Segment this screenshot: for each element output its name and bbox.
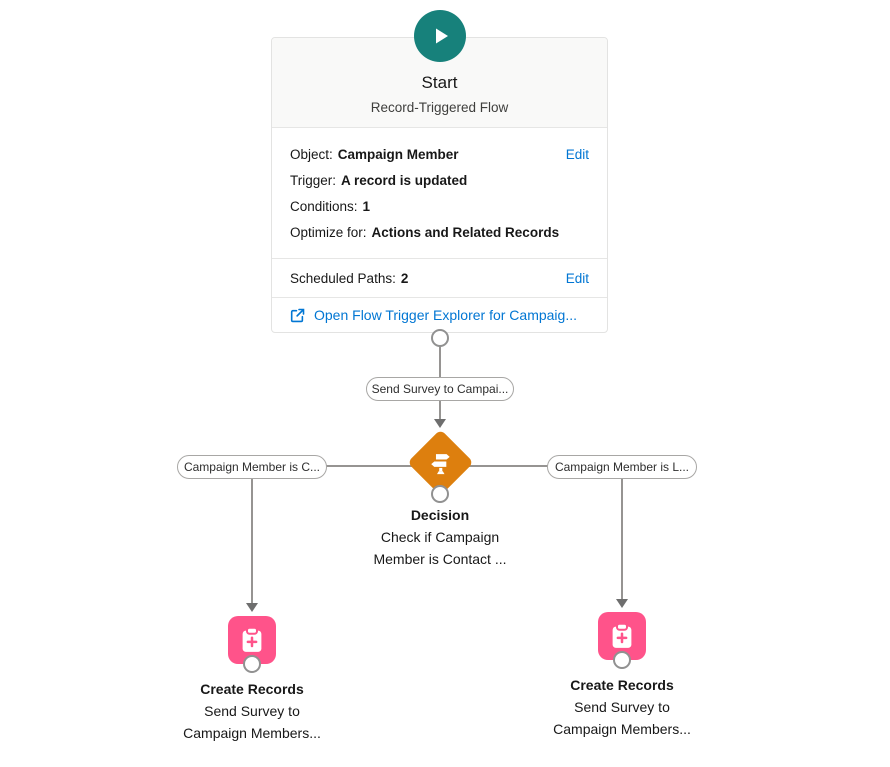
trigger-label: Trigger: (290, 173, 337, 188)
start-row-optimize: Optimize for: Actions and Related Record… (290, 220, 589, 246)
create-records-right-caption: Create Records Send Survey to Campaign M… (522, 674, 722, 740)
scheduled-paths-value: 2 (400, 270, 409, 286)
decision-node-caption: Decision Check if Campaign Member is Con… (340, 504, 540, 570)
connector-circle-after-start[interactable] (431, 329, 449, 347)
create-records-left-caption: Create Records Send Survey to Campaign M… (152, 678, 352, 744)
start-node-play-icon[interactable] (414, 10, 466, 62)
scheduled-paths-row: Scheduled Paths: 2 Edit (272, 258, 607, 297)
edit-scheduled-paths-button[interactable]: Edit (565, 270, 589, 286)
connector-decision-left (252, 465, 440, 467)
create-records-left-title: Create Records (200, 681, 304, 697)
connector-circle-after-decision[interactable] (431, 485, 449, 503)
edit-trigger-button[interactable]: Edit (565, 147, 589, 162)
external-link-icon (290, 308, 305, 323)
decision-description-line2: Member is Contact ... (373, 551, 507, 567)
decision-title: Decision (410, 507, 470, 523)
start-node-subtitle: Record-Triggered Flow (370, 100, 509, 115)
object-value: Campaign Member (337, 147, 459, 162)
connector-start-to-decision (439, 331, 441, 420)
clipboard-add-icon (607, 621, 637, 651)
decision-description-line1: Check if Campaign (380, 529, 500, 545)
create-records-right-line2: Campaign Members... (553, 721, 691, 737)
arrowhead-decision-icon (433, 419, 446, 428)
flow-trigger-explorer-row: Open Flow Trigger Explorer for Campaig..… (272, 297, 607, 332)
start-row-conditions: Conditions: 1 (290, 194, 589, 220)
clipboard-add-icon (237, 625, 267, 655)
arrowhead-left-create-icon (245, 603, 258, 612)
arrowhead-right-create-icon (615, 599, 628, 608)
connector-circle-after-left-create[interactable] (243, 655, 261, 673)
start-row-trigger: Trigger: A record is updated (290, 168, 589, 194)
create-records-left-line1: Send Survey to (204, 703, 300, 719)
connector-circle-after-right-create[interactable] (613, 651, 631, 669)
optimize-value: Actions and Related Records (371, 225, 560, 240)
start-node-card[interactable]: Start Record-Triggered Flow Object: Camp… (271, 37, 608, 333)
connector-right-branch (621, 466, 623, 599)
optimize-label: Optimize for: (290, 225, 367, 240)
connector-decision-right (440, 465, 622, 467)
conditions-value: 1 (362, 199, 371, 214)
open-flow-trigger-explorer-link[interactable]: Open Flow Trigger Explorer for Campaig..… (314, 307, 577, 323)
create-records-right-title: Create Records (570, 677, 674, 693)
create-records-left-line2: Campaign Members... (183, 725, 321, 741)
start-row-object: Object: Campaign Member Edit (290, 142, 589, 168)
create-records-right-line1: Send Survey to (574, 699, 670, 715)
conditions-label: Conditions: (290, 199, 358, 214)
decision-outcome-left-pill[interactable]: Campaign Member is C... (177, 455, 327, 479)
object-label: Object: (290, 147, 333, 162)
scheduled-paths-label: Scheduled Paths: (290, 270, 396, 286)
start-node-body: Object: Campaign Member Edit Trigger: A … (272, 128, 607, 258)
connector-left-branch (251, 466, 253, 603)
start-node-title: Start (421, 73, 458, 92)
scheduled-path-label-pill[interactable]: Send Survey to Campai... (366, 377, 514, 401)
trigger-value: A record is updated (341, 173, 468, 188)
decision-outcome-right-pill[interactable]: Campaign Member is L... (547, 455, 697, 479)
